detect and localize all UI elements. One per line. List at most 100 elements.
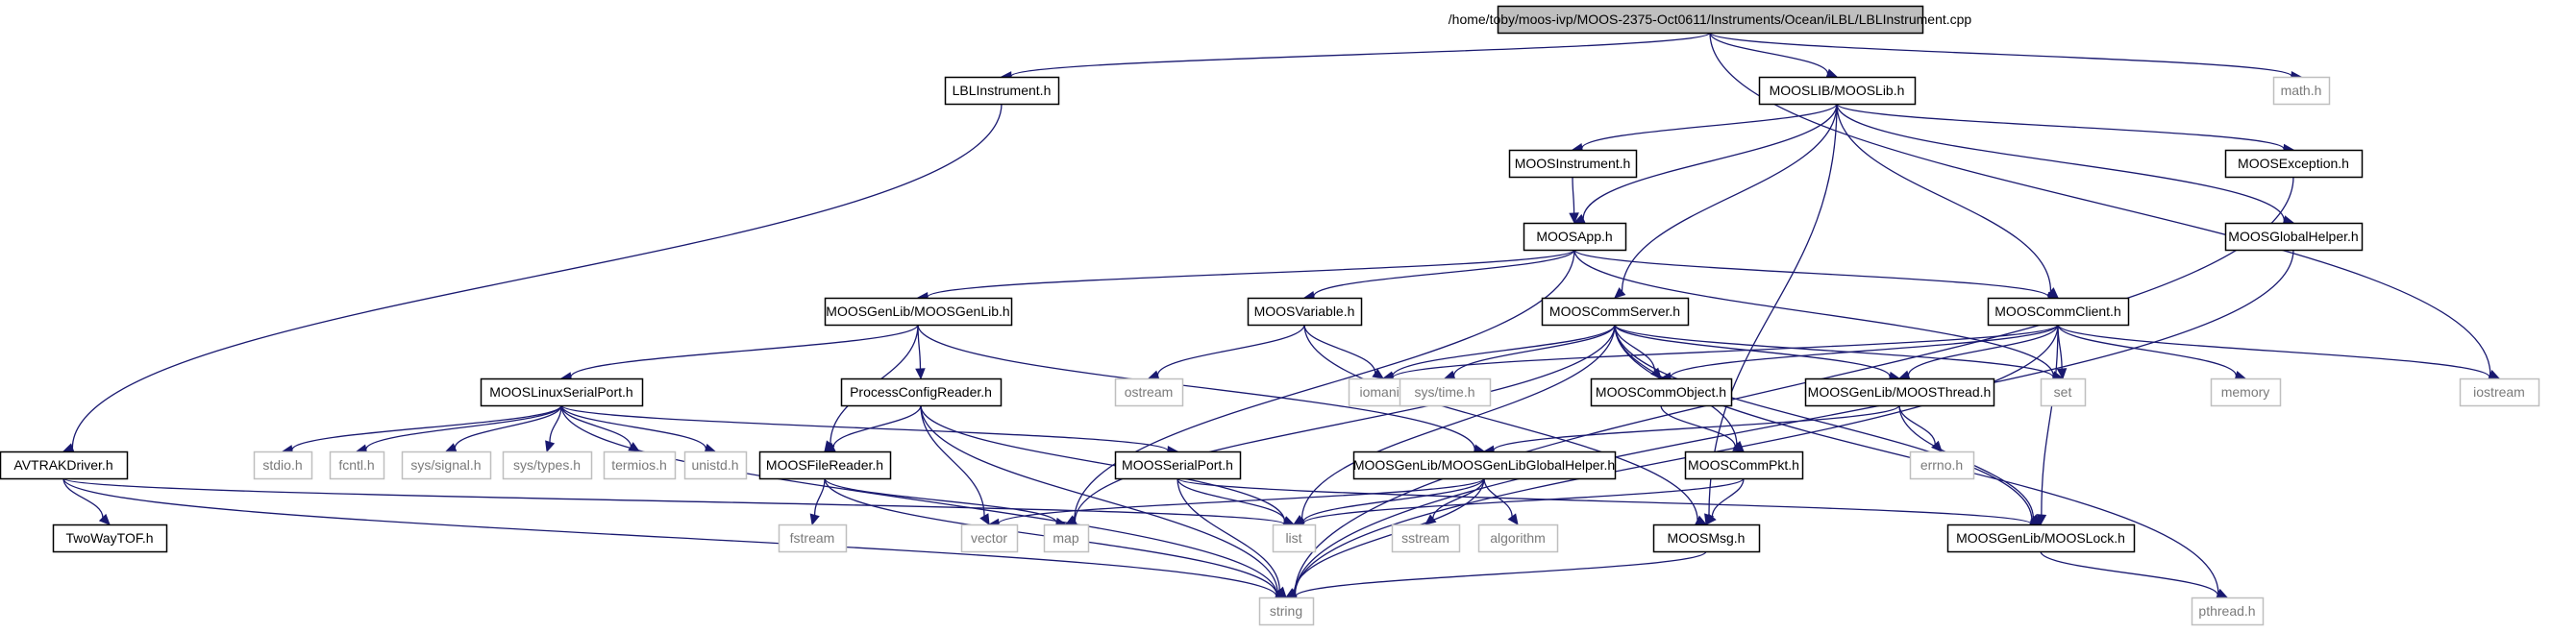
node-label: unistd.h: [691, 457, 738, 473]
node-label: termios.h: [611, 457, 667, 473]
node-moosinstr[interactable]: MOOSInstrument.h: [1508, 149, 1638, 179]
node-label: AVTRAKDriver.h: [13, 457, 112, 473]
node-stdio: stdio.h: [253, 450, 313, 480]
node-label: MOOSCommServer.h: [1549, 304, 1680, 319]
edge-commClient-to-memory: [2057, 324, 2247, 381]
node-moosgh[interactable]: MOOSGlobalHelper.h: [2224, 222, 2364, 252]
edge-commObj-to-commPkt: [1660, 404, 1746, 452]
edge-layer: [62, 32, 2501, 602]
node-set: set: [2040, 377, 2087, 407]
node-label: ostream: [1125, 384, 1174, 400]
edge-genGlobal-to-vector: [987, 477, 1485, 529]
node-label: sstream: [1401, 530, 1449, 546]
node-label: MOOSCommClient.h: [1994, 304, 2120, 319]
node-label: errno.h: [1920, 457, 1963, 473]
node-label: MOOSApp.h: [1536, 229, 1612, 244]
node-iostream: iostream: [2459, 377, 2540, 407]
node-fstream: fstream: [778, 523, 848, 553]
node-label: MOOSGenLib/MOOSThread.h: [1808, 384, 1992, 400]
node-label: MOOSCommObject.h: [1596, 384, 1726, 400]
node-root[interactable]: /home/toby/moos-ivp/MOOS-2375-Oct0611/In…: [1449, 5, 1972, 35]
node-errno: errno.h: [1909, 450, 1975, 480]
edge-commClient-to-moosThread: [1897, 324, 2059, 380]
node-mooslock[interactable]: MOOSGenLib/MOOSLock.h: [1946, 523, 2136, 553]
node-termios: termios.h: [603, 450, 677, 480]
node-moosthread[interactable]: MOOSGenLib/MOOSThread.h: [1804, 377, 1995, 407]
edge-moosThread-to-genGlobal: [1482, 404, 1900, 456]
node-sstream: sstream: [1391, 523, 1461, 553]
node-commpkt[interactable]: MOOSCommPkt.h: [1684, 450, 1804, 480]
edge-moosVar-to-iomanip: [1303, 324, 1385, 379]
node-commserver[interactable]: MOOSCommServer.h: [1541, 297, 1690, 327]
node-unistd: unistd.h: [683, 450, 748, 480]
node-map: map: [1043, 523, 1090, 553]
edge-linuxSerial-to-systypes: [545, 404, 562, 453]
node-label: string: [1270, 603, 1302, 619]
node-filereader[interactable]: MOOSFileReader.h: [758, 450, 892, 480]
edge-root-to-moosLib: [1709, 32, 1839, 79]
node-label: MOOSGenLib/MOOSGenLibGlobalHelper.h: [1353, 457, 1615, 473]
node-fcntl: fcntl.h: [329, 450, 385, 480]
node-label: stdio.h: [262, 457, 302, 473]
node-string: string: [1258, 596, 1315, 626]
edge-root-to-lblinst: [1000, 32, 1711, 82]
node-label: list: [1285, 530, 1301, 546]
edge-commServer-to-commObj: [1614, 324, 1662, 379]
node-pthread: pthread.h: [2191, 596, 2265, 626]
edge-root-to-math: [1709, 32, 2303, 82]
edge-moosLib-to-moosInstr: [1571, 103, 1838, 154]
node-mooslib[interactable]: MOOSLIB/MOOSLib.h: [1758, 76, 1917, 106]
node-genlib[interactable]: MOOSGenLib/MOOSGenLib.h: [824, 297, 1013, 327]
node-ostream: ostream: [1114, 377, 1184, 407]
edge-commServer-to-moosLock: [1614, 324, 2043, 525]
node-memory: memory: [2210, 377, 2282, 407]
node-moosmsg[interactable]: MOOSMsg.h: [1652, 523, 1761, 553]
node-moosapp[interactable]: MOOSApp.h: [1523, 222, 1627, 252]
node-label: fcntl.h: [338, 457, 374, 473]
node-layer: /home/toby/moos-ivp/MOOS-2375-Oct0611/In…: [0, 5, 2540, 626]
node-label: MOOSMsg.h: [1668, 530, 1746, 546]
edge-commPkt-to-moosMsg: [1705, 477, 1745, 525]
edge-linuxSerial-to-stdio: [281, 404, 562, 455]
edge-linuxSerial-to-termios: [560, 404, 641, 452]
edge-moosInstr-to-moosApp: [1569, 176, 1579, 225]
node-serialport[interactable]: MOOSSerialPort.h: [1114, 450, 1242, 480]
node-vector: vector: [960, 523, 1019, 553]
node-label: /home/toby/moos-ivp/MOOS-2375-Oct0611/In…: [1449, 12, 1972, 27]
edge-moosLib-to-commClient: [1836, 103, 2059, 299]
node-genglobal[interactable]: MOOSGenLib/MOOSGenLibGlobalHelper.h: [1352, 450, 1617, 480]
edge-moosApp-to-commClient: [1573, 249, 2060, 303]
node-linuxserial[interactable]: MOOSLinuxSerialPort.h: [480, 377, 644, 407]
node-syssignal: sys/signal.h: [401, 450, 492, 480]
edge-moosLib-to-commServer: [1614, 103, 1838, 299]
edge-procCfg-to-vector: [920, 404, 990, 526]
node-commclient[interactable]: MOOSCommClient.h: [1987, 297, 2130, 327]
node-label: MOOSSerialPort.h: [1122, 457, 1233, 473]
edge-moosLib-to-moosGH: [1836, 103, 2295, 226]
node-moosvar[interactable]: MOOSVariable.h: [1247, 297, 1363, 327]
node-label: MOOSInstrument.h: [1515, 156, 1631, 171]
node-label: fstream: [790, 530, 835, 546]
node-twoway[interactable]: TwoWayTOF.h: [52, 523, 168, 553]
edge-linuxSerial-to-fcntl: [355, 404, 562, 454]
edge-genGlobal-to-list: [1292, 477, 1485, 527]
node-label: iostream: [2473, 384, 2525, 400]
node-label: TwoWayTOF.h: [65, 530, 153, 546]
node-lblinst[interactable]: LBLInstrument.h: [944, 76, 1060, 106]
node-moosexc[interactable]: MOOSException.h: [2224, 149, 2364, 179]
edge-moosMsg-to-string: [1284, 550, 1707, 602]
edge-avtrak-to-string: [62, 477, 1288, 602]
edge-avtrak-to-twoWay: [62, 477, 111, 525]
node-avtrak[interactable]: AVTRAKDriver.h: [0, 450, 129, 480]
node-proccfg[interactable]: ProcessConfigReader.h: [840, 377, 1003, 407]
node-label: MOOSFileReader.h: [766, 457, 883, 473]
node-label: math.h: [2281, 83, 2322, 98]
edge-linuxSerial-to-string: [560, 404, 1288, 600]
edge-commClient-to-moosLock: [2036, 324, 2059, 526]
edge-commServer-to-systime: [1443, 324, 1616, 380]
edge-linuxSerial-to-syssignal: [444, 404, 562, 452]
node-commobj[interactable]: MOOSCommObject.h: [1590, 377, 1733, 407]
node-label: MOOSException.h: [2238, 156, 2349, 171]
node-systime: sys/time.h: [1399, 377, 1492, 407]
